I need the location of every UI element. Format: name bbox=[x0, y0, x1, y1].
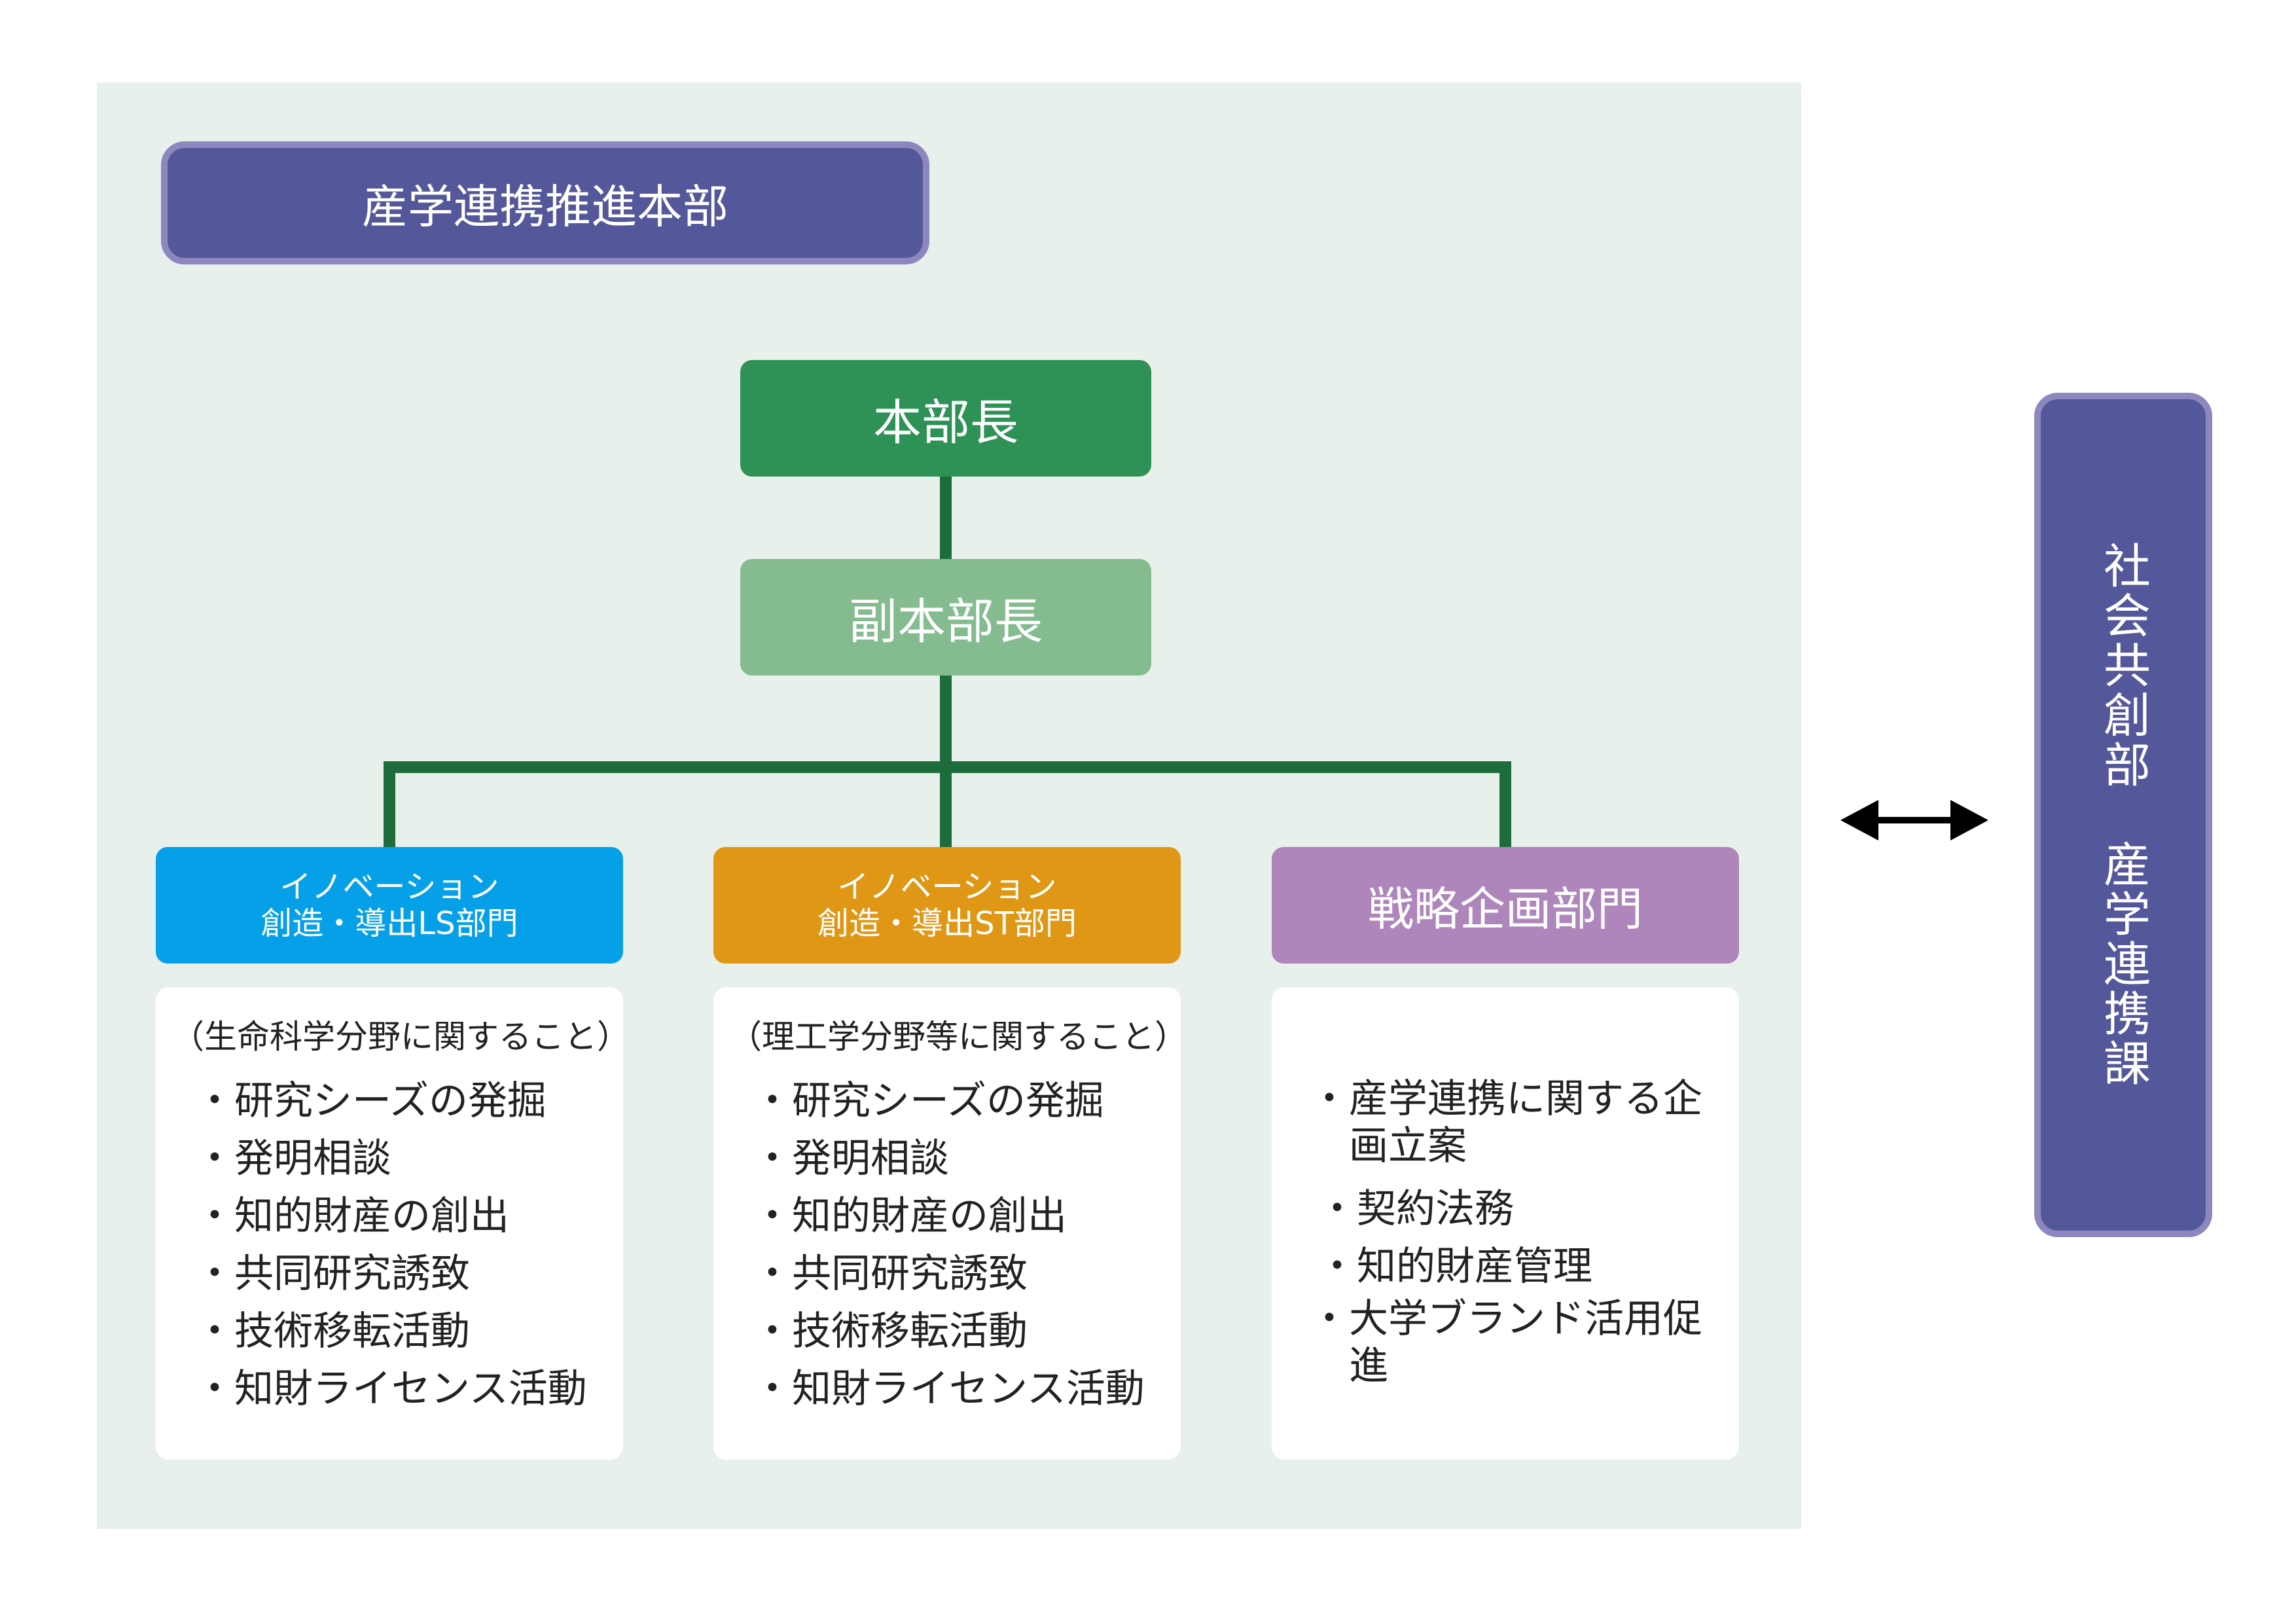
ls-duty-item: 技術移転活動 bbox=[195, 1303, 587, 1360]
ls-duties-list: 研究シーズの発掘 発明相談 知的財産の創出 共同研究誘致 技術移転活動 知財ライ… bbox=[195, 1072, 587, 1418]
partner-office-box: 社会共創部 産学連携課 bbox=[2034, 393, 2212, 1237]
double-arrow-icon bbox=[1840, 800, 1988, 840]
planning-duties-card: 産学連携に関する企画立案 契約法務 知的財産管理 大学ブランド活用促進 bbox=[1272, 987, 1739, 1460]
ls-duty-item: 知的財産の創出 bbox=[195, 1187, 587, 1245]
ls-duties-card: （生命科学分野に関すること） 研究シーズの発掘 発明相談 知的財産の創出 共同研… bbox=[156, 987, 630, 1460]
planning-duty-item: 契約法務 bbox=[1318, 1180, 1729, 1238]
st-department-line2: 創造・導出ST部門 bbox=[817, 905, 1077, 942]
ls-duty-item: 共同研究誘致 bbox=[195, 1245, 587, 1303]
vice-director-label: 副本部長 bbox=[849, 593, 1043, 650]
partner-office-label: 社会共創部 産学連携課 bbox=[2095, 541, 2151, 1089]
ls-duty-item: 発明相談 bbox=[195, 1130, 587, 1187]
st-scope: （理工学分野等に関すること） bbox=[729, 1018, 1187, 1056]
headquarters-title: 産学連携推進本部 bbox=[161, 141, 929, 264]
planning-department-label: 戦略企画部門 bbox=[1368, 882, 1643, 936]
planning-department-box: 戦略企画部門 bbox=[1272, 847, 1739, 964]
st-department-line1: イノベーション bbox=[837, 869, 1057, 905]
planning-duty-item: 大学ブランド活用促進 bbox=[1318, 1295, 1729, 1390]
ls-department-box: イノベーション 創造・導出LS部門 bbox=[156, 847, 623, 964]
headquarters-label: 産学連携推進本部 bbox=[362, 179, 728, 234]
director-box: 本部長 bbox=[740, 360, 1151, 477]
ls-scope: （生命科学分野に関すること） bbox=[171, 1018, 630, 1056]
ls-duty-item: 知財ライセンス活動 bbox=[195, 1360, 587, 1418]
planning-duty-item: 知的財産管理 bbox=[1318, 1238, 1729, 1295]
st-department-box: イノベーション 創造・導出ST部門 bbox=[713, 847, 1181, 964]
st-duty-item: 研究シーズの発掘 bbox=[753, 1072, 1145, 1130]
planning-duty-item: 産学連携に関する企画立案 bbox=[1318, 1075, 1729, 1170]
st-duties-card: （理工学分野等に関すること） 研究シーズの発掘 発明相談 知的財産の創出 共同研… bbox=[713, 987, 1187, 1460]
ls-department-line2: 創造・導出LS部門 bbox=[260, 905, 518, 942]
st-duty-item: 発明相談 bbox=[753, 1130, 1145, 1187]
st-duties-list: 研究シーズの発掘 発明相談 知的財産の創出 共同研究誘致 技術移転活動 知財ライ… bbox=[753, 1072, 1145, 1418]
st-duty-item: 知的財産の創出 bbox=[753, 1187, 1145, 1245]
st-duty-item: 技術移転活動 bbox=[753, 1303, 1145, 1360]
ls-department-line1: イノベーション bbox=[279, 869, 499, 905]
vice-director-box: 副本部長 bbox=[740, 559, 1151, 676]
planning-duties-list: 産学連携に関する企画立案 契約法務 知的財産管理 大学ブランド活用促進 bbox=[1318, 1075, 1729, 1400]
connector-branch-bar bbox=[384, 761, 1511, 847]
ls-duty-item: 研究シーズの発掘 bbox=[195, 1072, 587, 1130]
director-label: 本部長 bbox=[873, 394, 1018, 451]
st-duty-item: 知財ライセンス活動 bbox=[753, 1360, 1145, 1418]
st-duty-item: 共同研究誘致 bbox=[753, 1245, 1145, 1303]
